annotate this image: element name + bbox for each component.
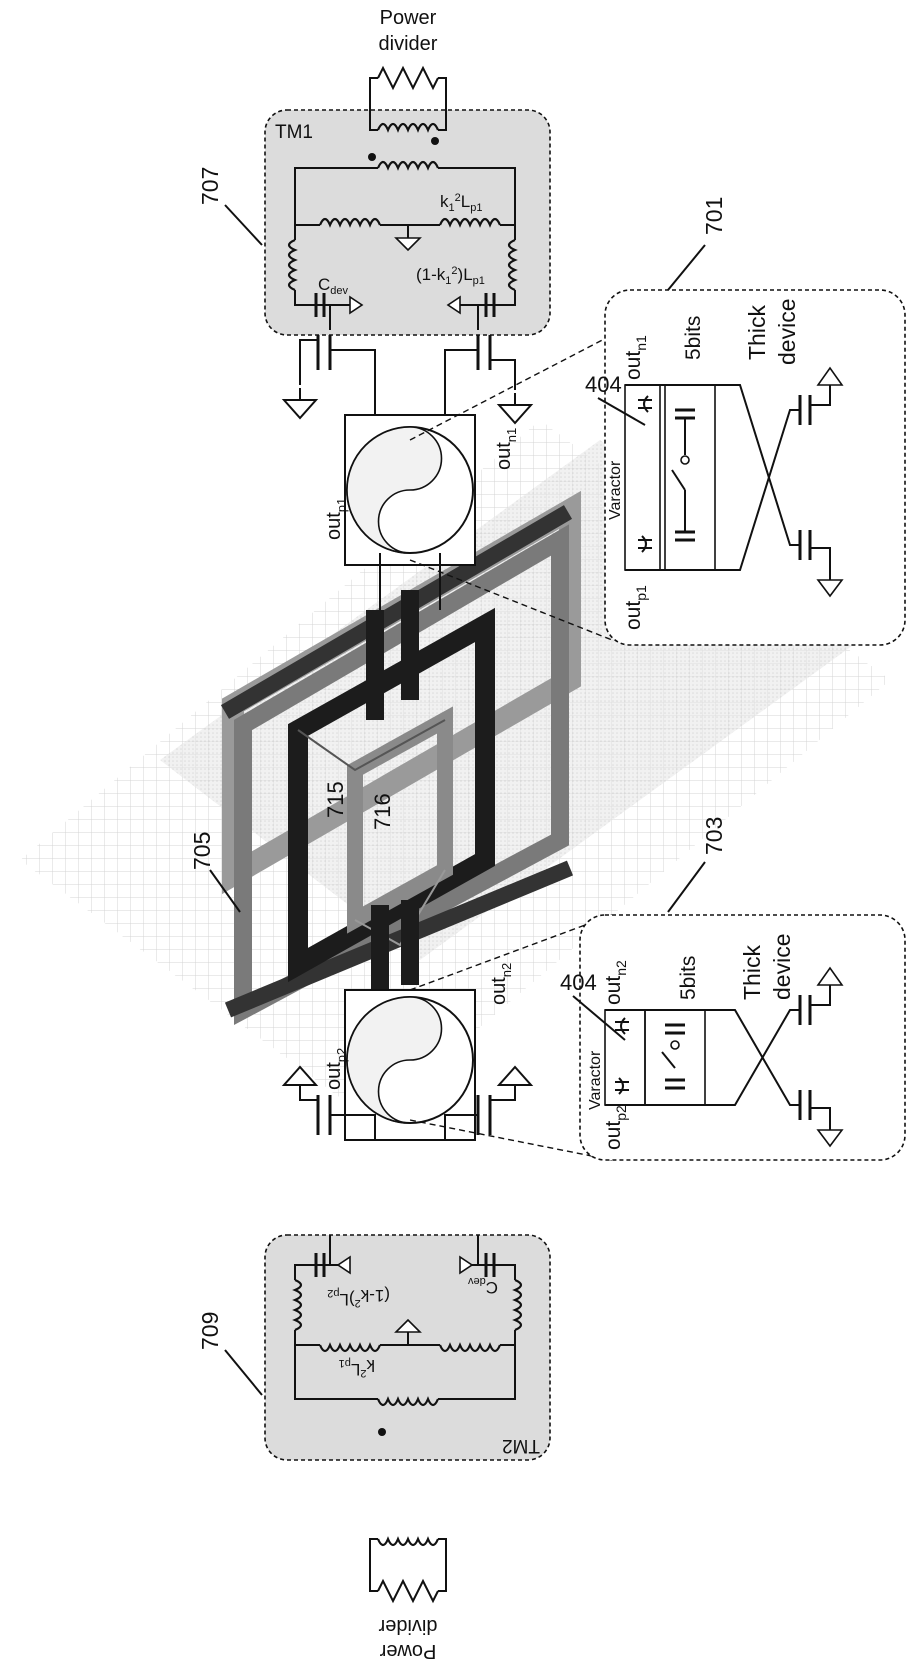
zoom-bottom-outn-label: outn2	[602, 960, 629, 1005]
bottom-transistors	[281, 1065, 534, 1140]
ref-716: 716	[370, 793, 395, 830]
outn2-label: outn2	[488, 963, 514, 1005]
tm2-network: TM2 Power divider k2Lp1 (1-k2)Lp2	[264, 1234, 551, 1662]
oneminus-k1-label: (1-k12)Lp1	[416, 265, 485, 287]
tm1-network: TM1 Power divider k12Lp1 (1-k12)Lp1	[264, 7, 551, 336]
ref-701: 701	[701, 197, 727, 235]
ref-709: 709	[197, 1312, 223, 1350]
reference-numerals: 707 701 705 703 709 715 716	[189, 167, 727, 1396]
power-divider-bottom-line2: divider	[378, 1615, 437, 1637]
zoom-box-701: outn1 outp1 5bits Thick device Varactor …	[409, 289, 906, 646]
oscillator-top: outp1 outn1	[323, 414, 519, 610]
zoom-top-varactor-label: Varactor	[607, 460, 624, 520]
zoom-bottom-thick-line2: device	[769, 934, 795, 1000]
zoom-top-thick-line1: Thick	[744, 305, 770, 360]
oneminus-k2-label: (1-k2)Lp2	[327, 1286, 390, 1309]
power-divider-bottom-line1: Power	[379, 1640, 436, 1662]
ref-703: 703	[701, 817, 727, 855]
zoom-top-outp-label: outp1	[622, 585, 649, 630]
transformer-stack	[220, 490, 581, 1026]
outp2-label: outp2	[323, 1048, 349, 1090]
ref-715: 715	[323, 781, 348, 818]
ref-705: 705	[189, 832, 215, 870]
k1-label: k12Lp1	[440, 192, 482, 214]
outn1-label: outn1	[493, 428, 519, 470]
zoom-bottom-varactor-label: Varactor	[587, 1050, 604, 1110]
tm2-label: TM2	[502, 1435, 540, 1456]
top-transistors	[283, 330, 532, 424]
zoom-top-outn-label: outn1	[622, 335, 649, 380]
zoom-bottom-bits-label: 5bits	[677, 956, 700, 1000]
zoom-bottom-outp-label: outp2	[602, 1105, 629, 1150]
outp1-label: outp1	[323, 498, 349, 540]
cdev-top-label: Cdev	[318, 275, 349, 297]
ref-404-top: 404	[585, 372, 622, 397]
zoom-top-bits-label: 5bits	[682, 316, 705, 360]
k2-label: k2Lp1	[339, 1356, 375, 1379]
zoom-box-703: outn2 outp2 5bits Thick device Varactor …	[409, 914, 906, 1161]
ref-404-bottom: 404	[560, 970, 597, 995]
cdev-bottom-label: Cdev	[467, 1275, 498, 1297]
power-divider-top-line1: Power	[380, 7, 437, 29]
zoom-bottom-thick-line1: Thick	[739, 945, 765, 1000]
zoom-top-thick-line2: device	[774, 299, 800, 365]
oscillator-bottom: outp2 outn2	[323, 963, 514, 1141]
ref-707: 707	[197, 167, 223, 205]
tm1-label: TM1	[275, 122, 313, 143]
power-divider-top-line2: divider	[379, 33, 438, 55]
